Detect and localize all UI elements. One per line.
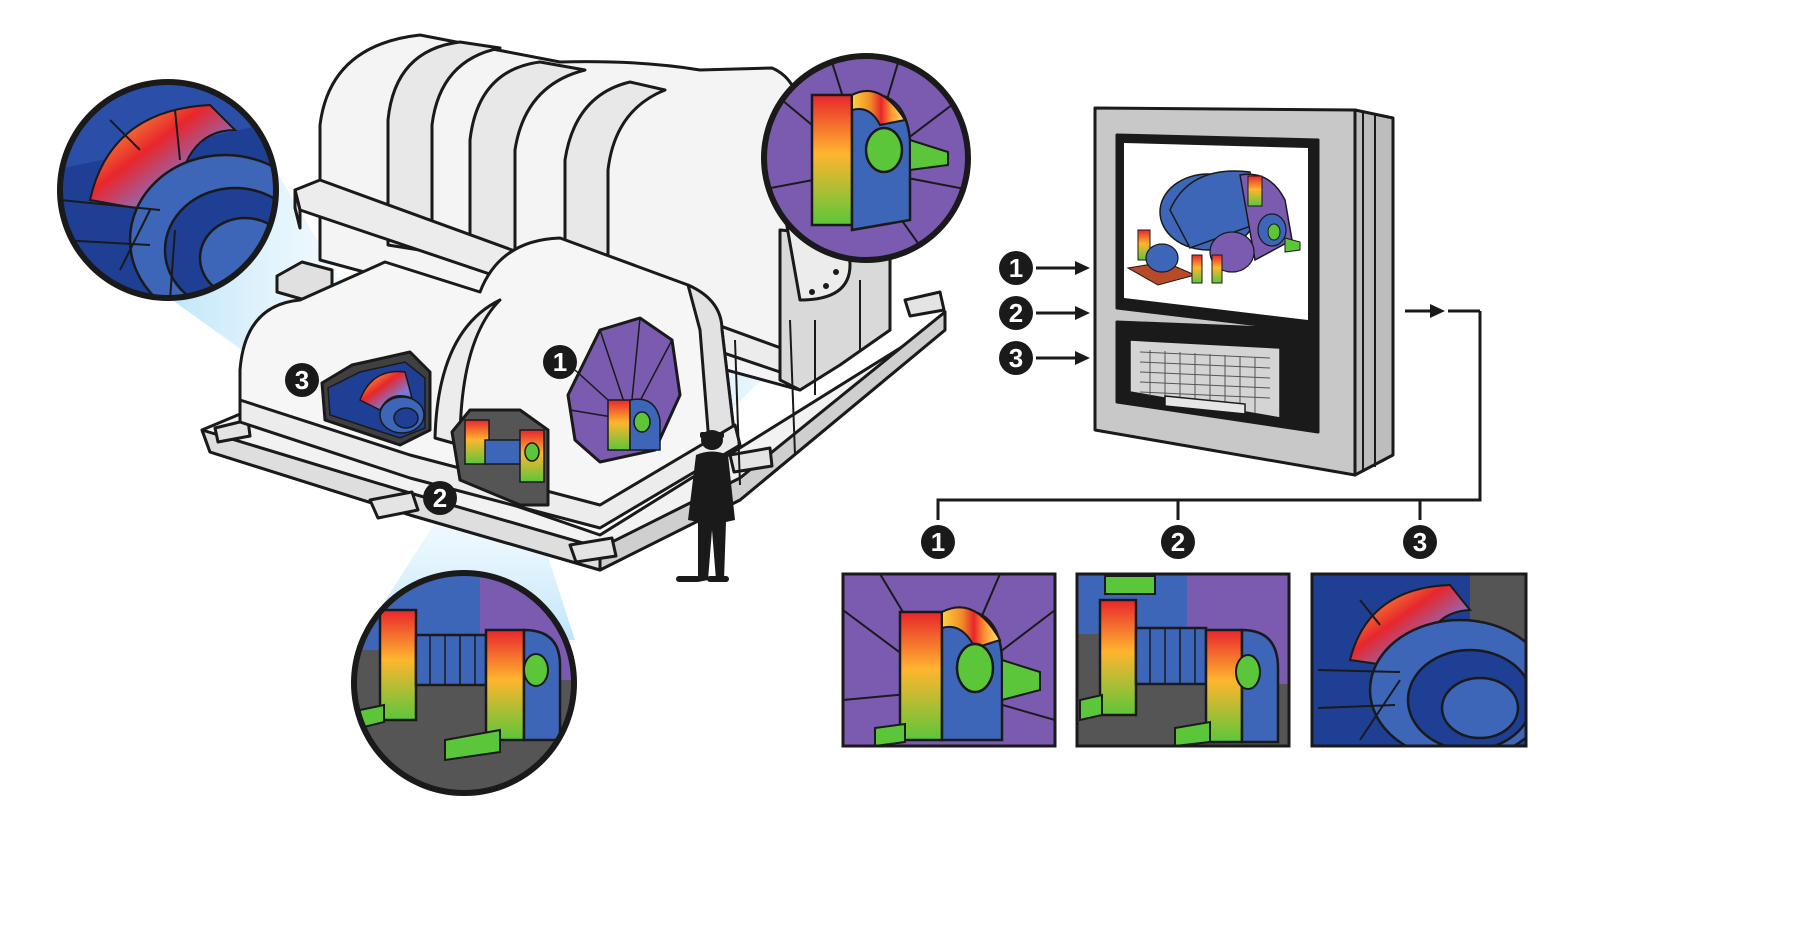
input-3: 3 — [999, 341, 1090, 375]
svg-text:3: 3 — [1413, 527, 1427, 557]
window-1-fea — [607, 398, 661, 451]
window-3-fea — [327, 361, 426, 439]
svg-text:1: 1 — [553, 347, 567, 377]
svg-text:2: 2 — [1009, 298, 1023, 328]
output-wiring — [936, 309, 1482, 520]
output-panel-1 — [841, 572, 1057, 748]
marker-3-machine: 3 — [285, 363, 319, 397]
input-2: 2 — [999, 296, 1090, 330]
arrow-right-icon — [1075, 261, 1090, 275]
magnifier-1 — [761, 53, 971, 263]
arrow-right-icon — [1075, 351, 1090, 365]
svg-text:3: 3 — [1009, 343, 1023, 373]
svg-text:1: 1 — [1009, 253, 1023, 283]
marker-2-output: 2 — [1161, 525, 1195, 559]
screen-machine-model — [1126, 170, 1301, 286]
svg-text:2: 2 — [433, 483, 447, 513]
marker-3-output: 3 — [1403, 525, 1437, 559]
monitoring-console — [1093, 106, 1395, 477]
input-1: 1 — [999, 251, 1090, 285]
arrow-right-icon — [1430, 304, 1445, 318]
arrow-right-icon — [1075, 306, 1090, 320]
output-panel-3 — [1310, 572, 1528, 748]
person-silhouette-icon — [676, 430, 735, 582]
marker-2-machine: 2 — [423, 481, 457, 515]
svg-text:3: 3 — [295, 365, 309, 395]
window-2-fea — [464, 419, 545, 483]
industrial-machine — [200, 33, 947, 572]
svg-text:2: 2 — [1171, 527, 1185, 557]
svg-text:1: 1 — [931, 527, 945, 557]
console-grid — [1139, 350, 1271, 413]
output-panel-2 — [1075, 572, 1291, 748]
marker-1-machine: 1 — [543, 345, 577, 379]
magnifier-3 — [57, 79, 279, 301]
marker-1-output: 1 — [921, 525, 955, 559]
